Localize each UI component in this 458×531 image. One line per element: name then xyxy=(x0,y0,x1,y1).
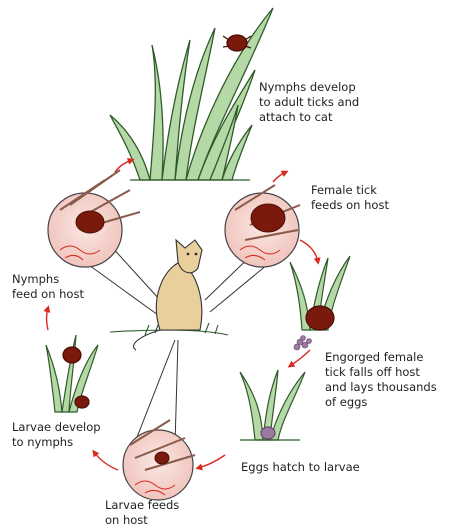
label-female-feeds-on-host: Female tick feeds on host xyxy=(311,183,389,213)
larvae-feeding-circle xyxy=(123,420,195,500)
label-eggs-hatch-to-larvae: Eggs hatch to larvae xyxy=(241,460,360,475)
label-larvae-feeds-on-host: Larvae feeds on host xyxy=(105,498,179,528)
eggs-hatch-grass-illustration xyxy=(240,370,305,440)
arrow-engorged-to-eggs xyxy=(290,350,310,366)
label-larvae-develop-to-nymphs: Larvae develop to nymphs xyxy=(12,420,101,450)
engorged-female-grass-illustration xyxy=(290,256,350,350)
label-nymphs-develop-to-adults: Nymphs develop to adult ticks and attach… xyxy=(259,80,359,125)
arrow-eggs-to-larvae xyxy=(198,455,225,468)
adult-tick-grass-illustration xyxy=(110,8,273,180)
label-nymphs-feed-on-host: Nymphs feed on host xyxy=(12,272,84,302)
female-feeding-circle xyxy=(225,185,300,267)
arrow-adult-to-female xyxy=(273,172,286,182)
nymph-feeding-circle xyxy=(48,170,140,267)
arrow-female-to-engorged xyxy=(300,240,318,262)
larvae-develop-grass-illustration xyxy=(46,335,98,412)
arrow-larvae-to-develop xyxy=(94,452,118,470)
label-engorged-female-lays-eggs: Engorged female tick falls off host and … xyxy=(325,350,437,410)
arrow-nymph-to-adult xyxy=(115,160,132,172)
arrow-develop-to-nymph xyxy=(47,308,49,330)
